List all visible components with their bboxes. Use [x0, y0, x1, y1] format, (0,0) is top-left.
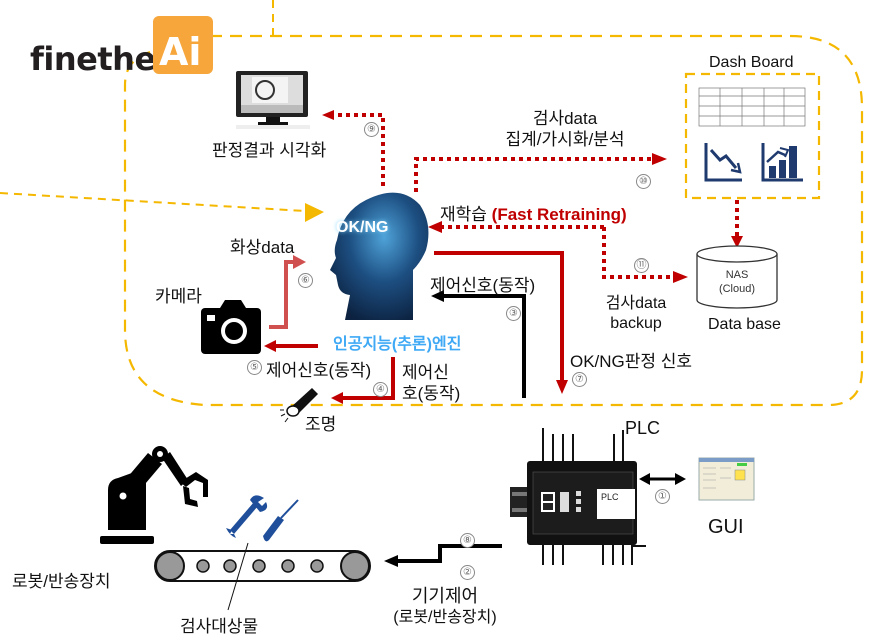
- step-4-marker: ④: [373, 382, 388, 397]
- flow-7-okng-signal: [434, 251, 564, 383]
- ai-engine-badge: OK/NG: [336, 219, 389, 236]
- control-signal-5-label: 제어신호(동작): [266, 361, 372, 380]
- ai-head-icon: [330, 192, 429, 320]
- control-signal-4-label: 제어신 호(동작): [402, 362, 460, 404]
- step-8-marker: ⑧: [460, 533, 475, 548]
- inspection-object-pointer: [227, 542, 249, 611]
- light-label: 조명: [305, 415, 337, 434]
- database-label: Data base: [708, 316, 781, 333]
- ai-engine-label: 인공지능(추론)엔진: [333, 336, 462, 353]
- inspection-object-label: 검사대상물: [180, 617, 259, 636]
- aggregate-label-line2: 집계/가시화/분석: [505, 130, 625, 149]
- flow-3-plc-to-ai: [440, 294, 526, 398]
- step-9-marker: ⑨: [364, 122, 379, 137]
- aggregate-label: 검사data 집계/가시화/분석: [500, 108, 630, 150]
- trend-down-chart-icon: [704, 143, 742, 182]
- bar-growth-chart-icon: [761, 143, 803, 182]
- monitor-icon: [236, 71, 310, 129]
- wrench-icon: [226, 495, 268, 538]
- dashboard-table-icon: [698, 87, 806, 127]
- brand-badge: Ai: [153, 16, 213, 74]
- flow-8-device-control: [395, 544, 502, 563]
- camera-icon: [201, 300, 261, 354]
- plc-screen-text: PLC: [601, 492, 619, 502]
- step-5-marker: ⑤: [247, 360, 262, 375]
- retrain-emphasis: (Fast Retraining): [491, 205, 627, 224]
- device-control-line1: 기기제어: [411, 586, 479, 606]
- camera-label: 카메라: [155, 287, 202, 306]
- brand-name: finethe: [30, 40, 156, 78]
- robot-arm-icon: [100, 446, 208, 544]
- gui-window-icon: [698, 457, 755, 501]
- robot-label: 로봇/반송장치: [12, 572, 111, 591]
- monitor-label: 판정결과 시각화: [212, 141, 327, 160]
- flow-9-result-display: [330, 113, 385, 186]
- step-3-marker: ③: [506, 306, 521, 321]
- device-control-line2: (로봇/반송장치): [393, 609, 497, 626]
- external-input-arrow: [0, 192, 306, 212]
- gui-label: GUI: [708, 516, 744, 538]
- plc-label: PLC: [625, 418, 661, 438]
- step-2-marker: ②: [460, 565, 475, 580]
- step-7-marker: ⑦: [572, 372, 587, 387]
- conveyor-belt-icon: [154, 550, 371, 582]
- control-signal-3-label: 제어신호(동작): [430, 276, 536, 295]
- brand-badge-text: Ai: [159, 30, 202, 74]
- backup-label-line2: backup: [610, 315, 662, 332]
- flow-10-aggregate: [414, 157, 655, 192]
- device-control-label: 기기제어 (로봇/반송장치): [380, 585, 510, 629]
- flow-6-image-data: [269, 260, 296, 329]
- step-1-marker: ①: [655, 489, 670, 504]
- screwdriver-icon: [263, 499, 299, 542]
- retrain-prefix: 재학습: [440, 205, 487, 224]
- flashlight-icon: [280, 388, 318, 423]
- flow-11-backup: [602, 227, 675, 279]
- ai-zone-boundary: [123, 34, 864, 407]
- step-6-marker: ⑥: [298, 273, 313, 288]
- okng-signal-label: OK/NG판정 신호: [570, 352, 693, 371]
- plc-device-icon: [510, 428, 646, 565]
- nas-label-line2: (Cloud): [718, 283, 756, 295]
- aggregate-label-line1: 검사data: [532, 109, 598, 128]
- nas-label: NAS (Cloud): [697, 268, 777, 296]
- dashboard-frame: [684, 72, 821, 200]
- control-signal-4-line1: 제어신: [402, 363, 449, 382]
- nas-label-line1: NAS: [725, 269, 749, 281]
- step-11-marker: ⑪: [634, 258, 649, 273]
- nas-cloud-database-icon: [696, 245, 778, 309]
- backup-label-line1: 검사data: [605, 295, 667, 312]
- backup-label: 검사data backup: [598, 294, 674, 334]
- control-signal-4-line2: 호(동작): [402, 384, 461, 403]
- dashboard-title: Dash Board: [709, 54, 794, 71]
- step-10-marker: ⑩: [636, 174, 651, 189]
- flow-4-light-control: [340, 357, 395, 400]
- image-data-label: 화상data: [230, 238, 295, 257]
- retrain-label: 재학습 (Fast Retraining): [440, 200, 627, 225]
